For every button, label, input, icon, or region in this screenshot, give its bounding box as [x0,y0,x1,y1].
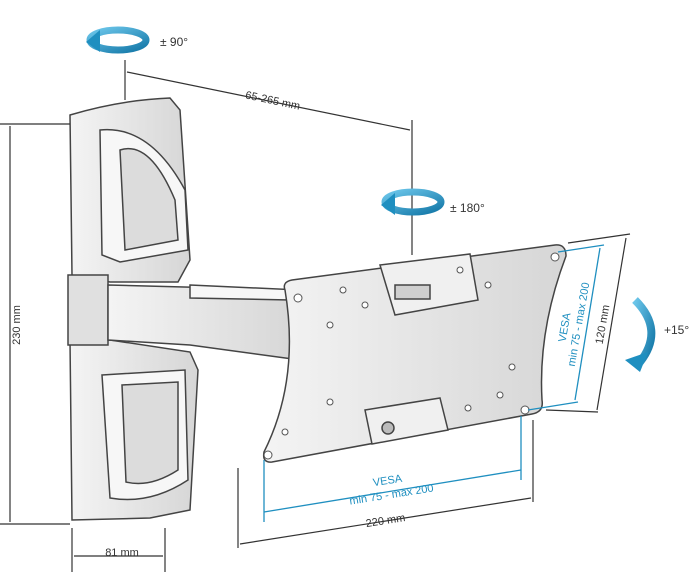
plate-width-label: 220 mm [365,512,406,530]
tilt-arrow-icon [625,297,656,372]
wall-plate-width-label: 81 mm [105,547,139,559]
mounting-holes [263,252,560,460]
vesa-side-title: VESA [557,311,574,343]
vesa-lines [263,244,605,522]
height-label: 230 mm [11,305,23,345]
wall-plate [67,97,199,521]
head-swivel-label: ± 180° [450,201,485,215]
tv-mounting-plate [262,244,567,463]
rotation-arrow-wall-icon [86,26,150,54]
swivel-arm [107,284,302,361]
plate-height-label: 120 mm [594,304,613,345]
wall-swivel-label: ± 90° [160,35,188,49]
extension-label: 65-265 mm [244,89,301,112]
rotation-arrow-head-icon [381,188,445,216]
vesa-bottom-title: VESA [372,473,404,490]
tilt-label: +15° [664,323,689,337]
dimension-lines [0,60,631,572]
